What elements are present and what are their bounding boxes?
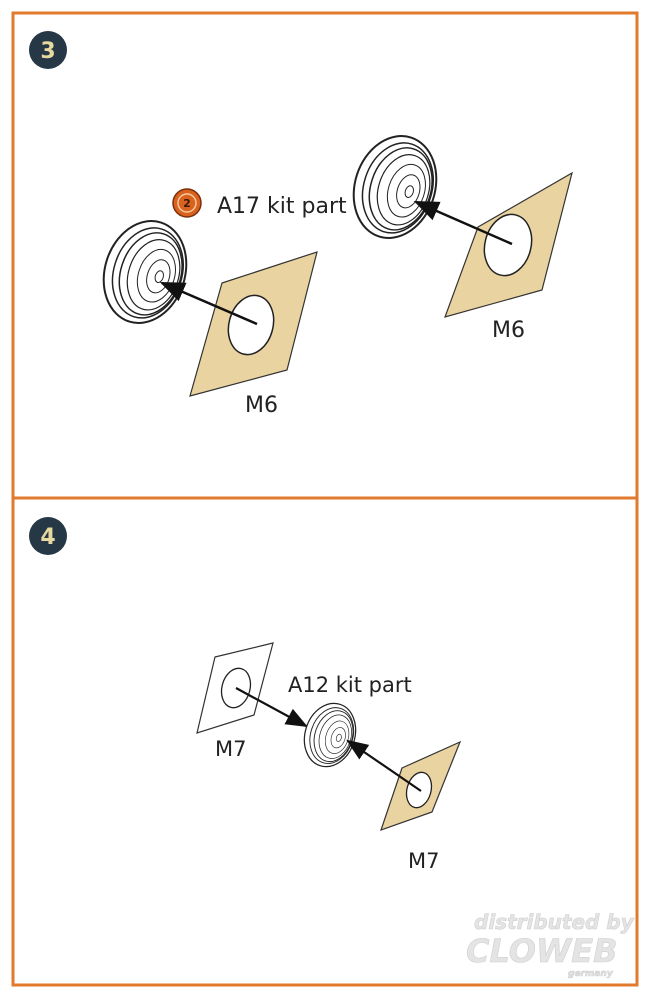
left-m6-label: M6 bbox=[245, 393, 278, 418]
watermark-line2: CLOWEB bbox=[466, 932, 617, 970]
kit-part-icon-number: 2 bbox=[183, 197, 191, 210]
step-3-kit-part-label: A17 kit part bbox=[217, 194, 347, 219]
white-m7-label: M7 bbox=[215, 737, 246, 761]
white-mask-arrow bbox=[235, 687, 308, 728]
kit-part-icon: 2 bbox=[172, 188, 202, 218]
left-wheel bbox=[89, 209, 201, 335]
step-4-kit-part-label: A12 kit part bbox=[288, 673, 412, 697]
step-4-number: 4 bbox=[40, 525, 55, 550]
step-4-badge: 4 bbox=[29, 517, 67, 555]
watermark-line1: distributed by bbox=[474, 910, 635, 934]
white-m7-mask bbox=[196, 642, 274, 734]
watermark-line3: germany bbox=[568, 969, 614, 979]
left-arrow bbox=[159, 281, 258, 326]
tan-mask-arrow bbox=[346, 739, 422, 792]
right-m6-label: M6 bbox=[492, 318, 525, 343]
tan-m7-label: M7 bbox=[408, 849, 439, 873]
a12-wheel bbox=[295, 696, 365, 774]
right-arrow bbox=[413, 200, 513, 246]
left-m6-mask bbox=[189, 251, 318, 397]
step-4-frame bbox=[11, 496, 639, 987]
right-wheel bbox=[339, 124, 451, 250]
distributor-watermark: distributed by CLOWEB germany bbox=[466, 910, 635, 980]
tan-m7-mask bbox=[380, 740, 462, 831]
step-3-number: 3 bbox=[40, 39, 55, 64]
step-3-badge: 3 bbox=[29, 31, 67, 69]
right-m6-mask bbox=[444, 171, 573, 318]
